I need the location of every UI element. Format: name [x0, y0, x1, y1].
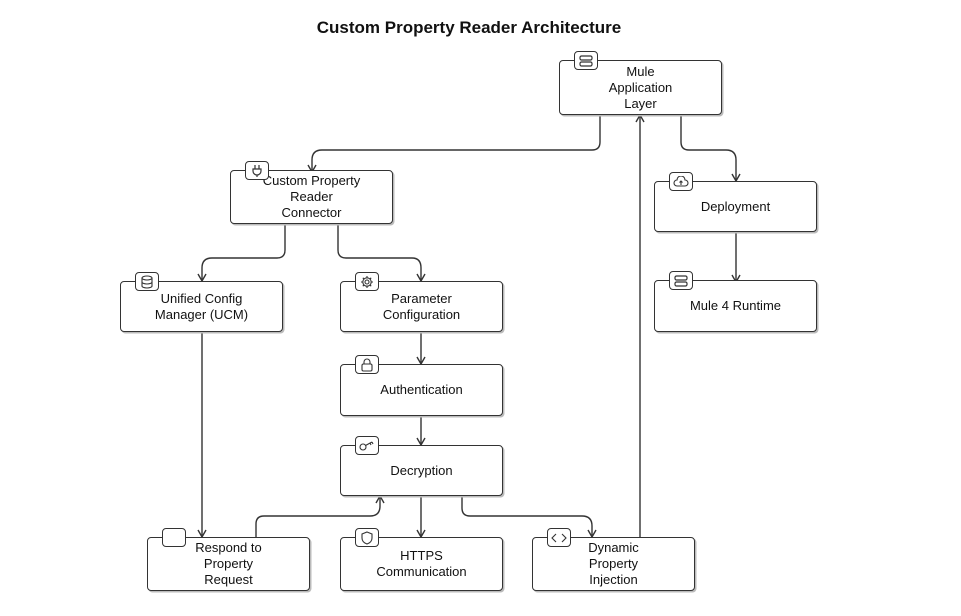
plug-icon	[245, 161, 269, 180]
node-label: Custom Property Reader Connector	[262, 173, 361, 220]
node-unified-config-manager[interactable]: Unified Config Manager (UCM)	[120, 272, 283, 332]
node-respond-to-property-request[interactable]: Respond to Property Request	[147, 528, 310, 591]
gear-icon	[355, 272, 379, 291]
node-label: Deployment	[700, 198, 771, 214]
shield-icon	[355, 528, 379, 547]
cloud-upload-icon	[669, 172, 693, 191]
node-parameter-configuration[interactable]: Parameter Configuration	[340, 272, 503, 332]
edge-mule-app-to-connector	[307, 115, 601, 174]
edge-connector-to-param-config	[337, 224, 426, 283]
code-icon	[547, 528, 571, 547]
server-icon	[669, 271, 693, 290]
node-label: Authentication	[380, 382, 463, 397]
node-custom-property-reader-connector[interactable]: Custom Property Reader Connector	[230, 161, 393, 224]
diagram-title: Custom Property Reader Architecture	[316, 18, 622, 37]
node-label: HTTPS Communication	[376, 548, 467, 579]
node-decryption[interactable]: Decryption	[340, 436, 503, 496]
node-https-communication[interactable]: HTTPS Communication	[340, 528, 503, 591]
node-label: Dynamic Property Injection	[588, 540, 639, 587]
node-authentication[interactable]: Authentication	[340, 355, 503, 416]
node-label: Respond to Property Request	[195, 540, 262, 587]
node-label: Unified Config Manager (UCM)	[154, 290, 249, 322]
node-label: Decryption	[390, 462, 453, 478]
node-deployment[interactable]: Deployment	[654, 172, 817, 232]
edge-mule-app-to-deployment	[680, 115, 741, 183]
node-mule-application-layer[interactable]: Mule Application Layer	[559, 51, 722, 115]
node-label: Parameter Configuration	[382, 290, 461, 322]
server-icon	[574, 51, 598, 70]
node-mule-4-runtime[interactable]: Mule 4 Runtime	[654, 271, 817, 332]
node-dynamic-property-injection[interactable]: Dynamic Property Injection	[532, 528, 695, 591]
key-icon	[355, 436, 379, 455]
blank-icon	[162, 528, 186, 547]
node-label: Mule 4 Runtime	[689, 298, 782, 313]
lock-icon	[355, 355, 379, 374]
edge-respond-to-decryption	[255, 494, 385, 537]
database-icon	[135, 272, 159, 291]
edge-connector-to-ucm	[197, 224, 286, 283]
edge-decryption-to-injection	[461, 496, 597, 539]
node-label: Mule Application Layer	[608, 63, 673, 111]
